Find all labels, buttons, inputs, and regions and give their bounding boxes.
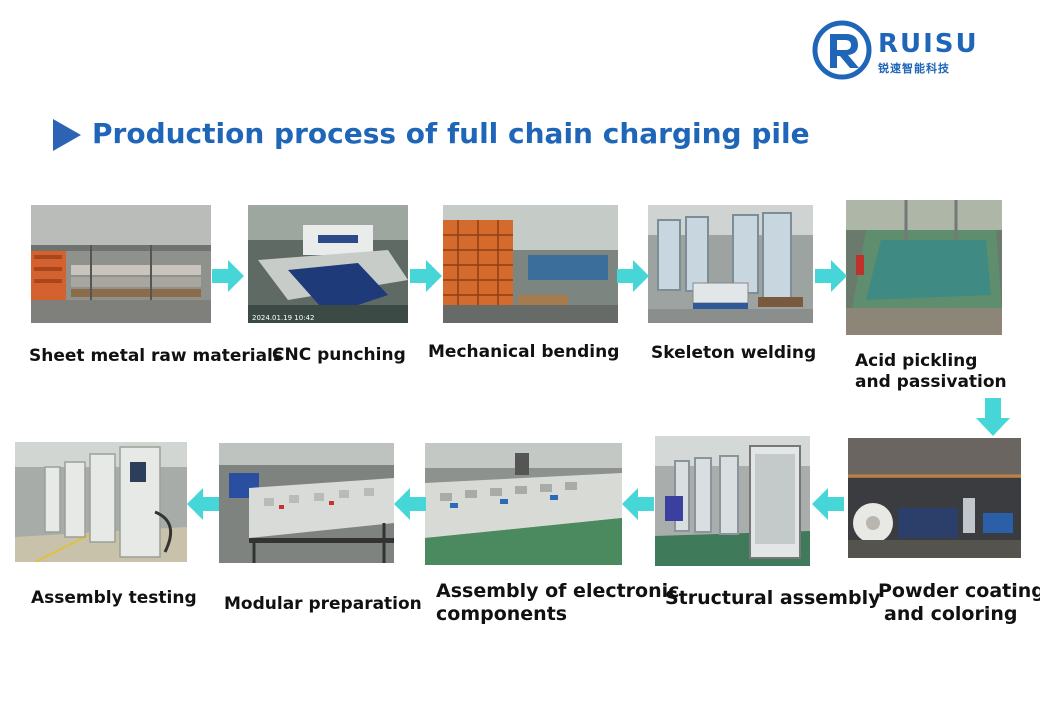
step-label-electronic-line1: Assembly of electronic: [436, 580, 680, 602]
photo-modular-preparation: [219, 443, 394, 563]
photo-mechanical-bending: [443, 205, 618, 323]
flow-arrow-right-icon: [212, 260, 244, 292]
photo-electronic-components: [425, 443, 622, 565]
step-label-acid-pickling-line2: and passivation: [855, 372, 1007, 392]
flow-arrow-right-icon: [815, 260, 847, 292]
flow-arrow-left-icon: [394, 488, 426, 520]
flow-arrow-right-icon: [617, 260, 649, 292]
step-label-electronic-line2: components: [436, 603, 568, 625]
photo-timestamp: 2024.01.19 10:42: [252, 314, 314, 322]
photo-structural-assembly: [655, 436, 810, 566]
step-label-powder-coating-line1: Powder coating: [878, 580, 1040, 602]
ruisu-logo: RUISU 锐速智能科技: [812, 20, 977, 82]
photo-acid-pickling: [846, 200, 1002, 335]
step-label-assembly-testing: Assembly testing: [31, 588, 197, 608]
photo-assembly-testing: [15, 442, 187, 562]
step-label-modular-preparation: Modular preparation: [224, 594, 422, 614]
photo-powder-coating: [848, 438, 1021, 558]
step-label-mechanical-bending: Mechanical bending: [428, 342, 620, 362]
flow-arrow-left-icon: [812, 488, 844, 520]
flow-arrow-left-icon: [622, 488, 654, 520]
photo-cnc-punching: 2024.01.19 10:42: [248, 205, 408, 323]
flow-arrow-right-icon: [410, 260, 442, 292]
brand-subtitle: 锐速智能科技: [878, 62, 950, 75]
page-title: Production process of full chain chargin…: [92, 117, 810, 150]
step-label-cnc-punching: CNC punching: [272, 345, 406, 365]
photo-skeleton-welding: [648, 205, 813, 323]
brand-name: RUISU: [878, 29, 979, 59]
step-label-powder-coating-line2: and coloring: [884, 603, 1018, 625]
step-label-sheet-metal: Sheet metal raw materials: [29, 346, 283, 366]
flow-arrow-down-icon: [976, 398, 1010, 436]
photo-sheet-metal-raw-materials: [31, 205, 211, 323]
title-triangle-icon: [53, 119, 81, 151]
flow-arrow-left-icon: [187, 488, 219, 520]
step-label-acid-pickling-line1: Acid pickling: [855, 351, 978, 371]
ruisu-logo-icon: [812, 20, 872, 80]
step-label-skeleton-welding: Skeleton welding: [651, 343, 817, 363]
step-label-structural-assembly: Structural assembly: [665, 587, 881, 609]
